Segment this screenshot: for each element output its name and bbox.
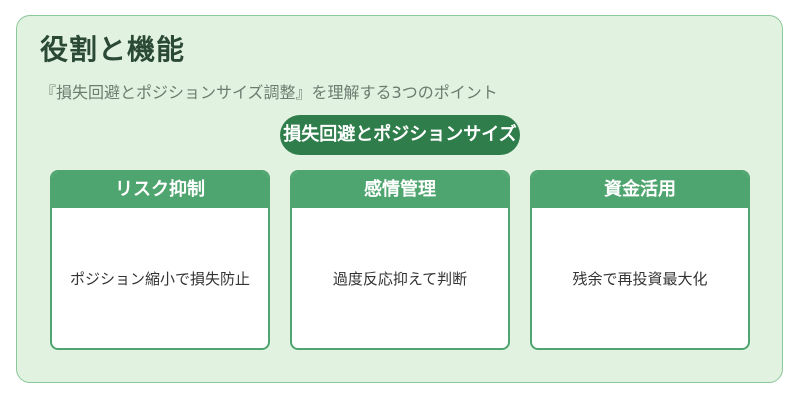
card-risk-control: リスク抑制 ポジション縮小で損失防止 xyxy=(50,170,270,350)
page-title: 役割と機能 xyxy=(40,33,186,66)
card-emotion-management: 感情管理 過度反応抑えて判断 xyxy=(290,170,510,350)
card-body: ポジション縮小で損失防止 xyxy=(69,269,250,288)
card-body: 過度反応抑えて判断 xyxy=(332,269,468,288)
card-capital-use: 資金活用 残余で再投資最大化 xyxy=(530,170,750,350)
card-header: 資金活用 xyxy=(532,172,748,208)
card-body: 残余で再投資最大化 xyxy=(572,269,708,288)
card-header: リスク抑制 xyxy=(52,172,268,208)
page-subtitle: 『損失回避とポジションサイズ調整』を理解する3つのポイント xyxy=(40,83,498,102)
card-header: 感情管理 xyxy=(292,172,508,208)
center-topic-pill: 損失回避とポジションサイズ xyxy=(280,115,520,155)
